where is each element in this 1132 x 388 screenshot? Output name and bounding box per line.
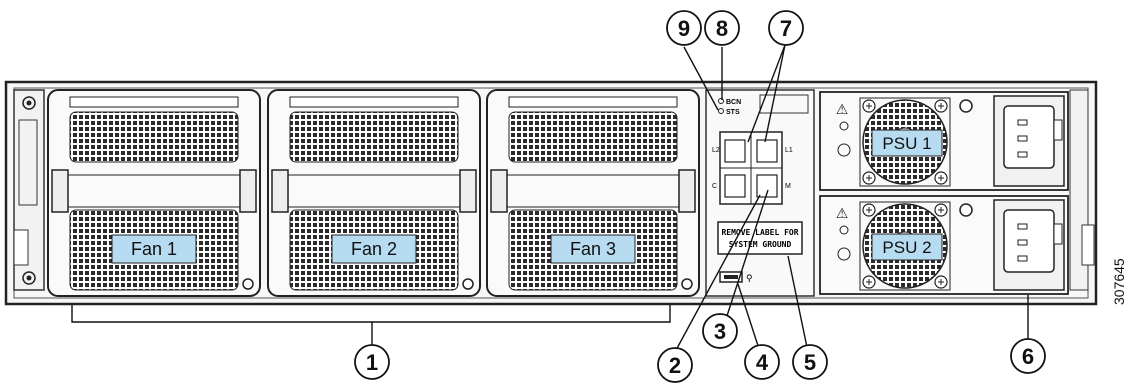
callout-6: 6 (1010, 338, 1046, 374)
psu-label-box (871, 129, 943, 157)
psu-module-2: ⚠ PSU 2 (819, 195, 1069, 295)
fan-label-box (331, 234, 417, 264)
port-l1-label: L1 (785, 147, 793, 154)
fan-handle-right[interactable] (678, 169, 696, 213)
callout-7: 7 (768, 10, 804, 46)
fan-module-1: Fan 1 (47, 89, 261, 297)
fan-grille-top (69, 111, 239, 163)
fan-handle-left[interactable] (490, 169, 508, 213)
callout-number: 6 (1022, 344, 1034, 369)
warning-icon: ⚠ (836, 101, 849, 117)
ground-label-line1: REMOVE LABEL FOR (721, 228, 798, 237)
warning-icon: ⚠ (836, 205, 849, 221)
callout-number: 3 (714, 319, 726, 344)
ground-label-box (717, 221, 803, 255)
right-mounting-ear (1069, 89, 1095, 291)
fan-label-box (111, 234, 197, 264)
fan-handle-left[interactable] (51, 169, 69, 213)
callout-number: 5 (804, 350, 816, 375)
callout-number: 2 (669, 353, 681, 378)
psu-status-icon (837, 247, 851, 261)
callout-number: 8 (716, 16, 728, 41)
fan-handle-right[interactable] (459, 169, 477, 213)
port-l1 (756, 139, 778, 163)
fan-handle-right[interactable] (239, 169, 257, 213)
ground-label-line2: SYSTEM GROUND (729, 240, 792, 249)
fan-handle-left[interactable] (271, 169, 289, 213)
port-mgmt-label: M (785, 183, 791, 190)
callout-5: 5 (792, 344, 828, 380)
callout-4: 4 (744, 344, 780, 380)
callout-number: 9 (678, 16, 690, 41)
fan-label: Fan 1 (131, 239, 177, 259)
usb-icon: ⚲ (746, 273, 753, 283)
psu-label-box (871, 233, 943, 261)
fan-label: Fan 3 (570, 239, 616, 259)
psu-module-1: ⚠ PSU 1 (819, 91, 1069, 191)
fan-label-box (550, 234, 636, 264)
figure-id: 307645 (1111, 258, 1127, 305)
port-console-label: C (712, 183, 717, 190)
power-inlet (1003, 105, 1055, 169)
callout-number: 4 (756, 350, 769, 375)
fan-module-3: Fan 3 (486, 89, 700, 297)
callout-9: 9 (666, 10, 702, 46)
callout-number: 1 (366, 350, 378, 375)
captive-screw-icon (681, 278, 693, 290)
psu-label: PSU 2 (882, 238, 931, 257)
psu-latch-icon[interactable] (959, 99, 973, 113)
power-inlet (1003, 209, 1055, 273)
fan-grille-top (289, 111, 459, 163)
fan-grille-top (508, 111, 678, 163)
callout-3: 3 (702, 313, 738, 349)
callout-8: 8 (704, 10, 740, 46)
bcn-led-icon (718, 98, 724, 104)
psu-status-icon (837, 143, 851, 157)
port-l2 (724, 139, 746, 163)
sts-led-label: STS (726, 109, 740, 116)
bcn-led-label: BCN (726, 99, 741, 106)
sts-led-icon (718, 108, 724, 114)
callout-number: 7 (780, 16, 792, 41)
callout-1: 1 (354, 344, 390, 380)
psu-label: PSU 1 (882, 134, 931, 153)
callout-2: 2 (657, 347, 693, 383)
captive-screw-icon (462, 278, 474, 290)
fan-module-2: Fan 2 (267, 89, 481, 297)
left-mounting-ear (13, 89, 45, 291)
port-l2-label: L2 (712, 147, 720, 154)
port-console (724, 174, 746, 198)
psu-latch-icon[interactable] (959, 203, 973, 217)
captive-screw-icon (242, 278, 254, 290)
fan-label: Fan 2 (351, 239, 397, 259)
port-mgmt (756, 174, 778, 198)
